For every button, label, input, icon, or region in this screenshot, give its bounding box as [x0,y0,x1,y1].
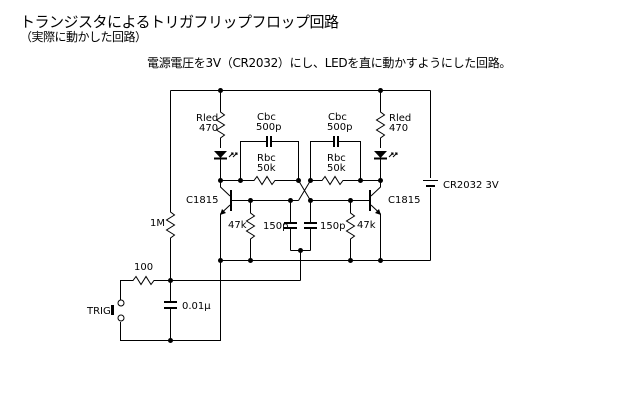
r-bias-resistor [165,90,176,281]
rled-right-resistor [375,90,386,148]
rbc-right-value: 50k [327,163,346,174]
cap-left-value: 150p [263,221,288,232]
page-title: トランジスタによるトリガフリップフロップ回路 [20,13,339,31]
rbc-right-name: Rbc [327,153,346,164]
rbc-right-resistor [310,175,381,186]
rbe-left-value: 47k [228,220,247,231]
trig-switch[interactable] [111,299,125,322]
rbc-left-value: 50k [257,163,276,174]
cross-coupling-wire [298,180,311,201]
rbe-right-value: 47k [357,220,376,231]
rled-left-resistor [215,90,226,148]
rled-left-value: 470 [199,123,218,134]
cbc-right-capacitor [310,141,361,181]
cbc-right-value: 500p [327,122,352,133]
transistor-right-label: C1815 [388,195,420,206]
transistor-left-label: C1815 [186,195,218,206]
rbe-left-resistor [245,200,256,261]
led-left-icon [214,151,238,181]
rled-right-name: Rled [389,113,411,124]
r-bias-value: 1M [150,218,165,229]
battery-symbol [423,180,438,187]
rbe-right-resistor [345,200,356,261]
battery-label: CR2032 3V [443,180,499,191]
rled-left-name: Rled [196,113,218,124]
cap-right-value: 150p [320,221,345,232]
r-trig-value: 100 [134,262,153,273]
cbc-left-name: Cbc [257,112,276,123]
cbc-right-name: Cbc [328,112,347,123]
trig-switch-label: TRIG [86,306,111,317]
transistor-left-symbol [220,180,232,261]
cbc-left-capacitor [240,141,299,181]
rbc-left-name: Rbc [257,153,276,164]
cbc-left-value: 500p [256,122,281,133]
page-subtitle: （実際に動かした回路） [20,30,147,44]
circuit-description: 電源電圧を3V（CR2032）にし、LEDを直に動かすようにした回路。 [147,56,512,70]
rled-right-value: 470 [389,123,408,134]
junction-dots [168,88,383,343]
trigger-junction-wire [290,250,311,281]
c-trig-value: 0.01μ [182,301,211,312]
led-right-icon [374,151,398,181]
rbc-left-resistor [220,175,299,186]
trigger-wire [120,275,301,300]
